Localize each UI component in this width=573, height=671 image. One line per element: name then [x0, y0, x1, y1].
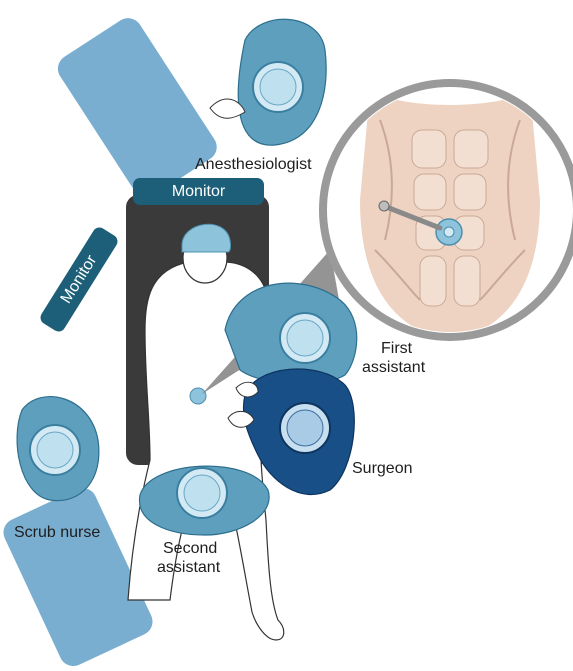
monitor-top: Monitor — [133, 178, 264, 205]
scrub-nurse-figure — [17, 397, 99, 501]
label-anesthesiologist: Anesthesiologist — [195, 155, 312, 174]
label-surgeon: Surgeon — [352, 459, 413, 478]
anesthesiologist-figure — [210, 19, 326, 145]
abdomen-inset — [323, 83, 573, 340]
operative-site — [190, 388, 206, 404]
label-scrub-nurse: Scrub nurse — [14, 523, 100, 542]
anesthesia-cart — [53, 13, 223, 203]
label-first-assistant-line2: assistant — [362, 358, 425, 377]
label-second-assistant-line2: assistant — [157, 558, 220, 577]
label-first-assistant-line1: First — [381, 339, 412, 358]
label-second-assistant-line1: Second — [163, 539, 217, 558]
